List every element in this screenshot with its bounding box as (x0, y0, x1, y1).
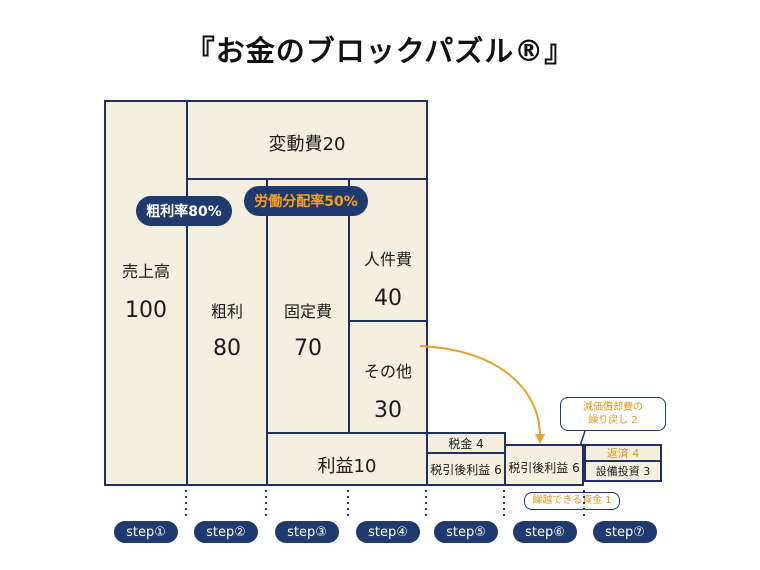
labor-cost-label: 人件費 (363, 250, 412, 269)
labor-share-badge: 労働分配率50% (244, 186, 368, 216)
labor-cost-value: 40 (374, 286, 402, 311)
gross-margin-badge: 粗利率80% (136, 196, 232, 226)
after-tax-profit-block-6 (504, 444, 584, 486)
tax-label: 税金 4 (448, 437, 484, 451)
fixed-cost-label: 固定費 (283, 302, 332, 321)
profit-label: 利益10 (317, 456, 377, 477)
variable-cost-label: 変動費20 (268, 134, 346, 155)
gross-profit-block (186, 178, 268, 486)
after-tax-profit-label-5: 税引後利益 6 (430, 463, 502, 477)
other-cost-block (348, 320, 428, 434)
profit-block (266, 432, 428, 486)
sales-value: 100 (125, 298, 167, 323)
sales-label: 売上高 (121, 262, 170, 281)
other-cost-label: その他 (363, 362, 412, 381)
step-3-pill: step③ (275, 521, 339, 543)
sales-block (104, 100, 188, 486)
step-6-pill: step⑥ (513, 521, 577, 543)
after-tax-profit-label-6: 税引後利益 6 (508, 461, 580, 475)
capex-block (584, 460, 662, 482)
step-7-pill: step⑦ (593, 521, 657, 543)
gross-profit-label: 粗利 (210, 302, 243, 321)
other-to-step6-arrow (419, 345, 541, 437)
step-1-pill: step① (114, 521, 178, 543)
other-cost-value: 30 (374, 398, 402, 423)
step-5-pill: step⑤ (434, 521, 498, 543)
repayment-label: 返済 4 (606, 447, 640, 460)
capex-label: 設備投資 3 (595, 465, 651, 478)
fixed-cost-value: 70 (294, 336, 322, 361)
depreciation-note: 減価償却費の 繰り戻し 2 (560, 397, 666, 431)
gross-profit-value: 80 (213, 336, 241, 361)
carryover-note: 繰越できる資金 1 (524, 492, 620, 510)
variable-cost-block (186, 100, 428, 180)
page-title: 『お金のブロックパズル®』 (185, 34, 575, 68)
step-2-pill: step② (194, 521, 258, 543)
step-4-pill: step④ (356, 521, 420, 543)
